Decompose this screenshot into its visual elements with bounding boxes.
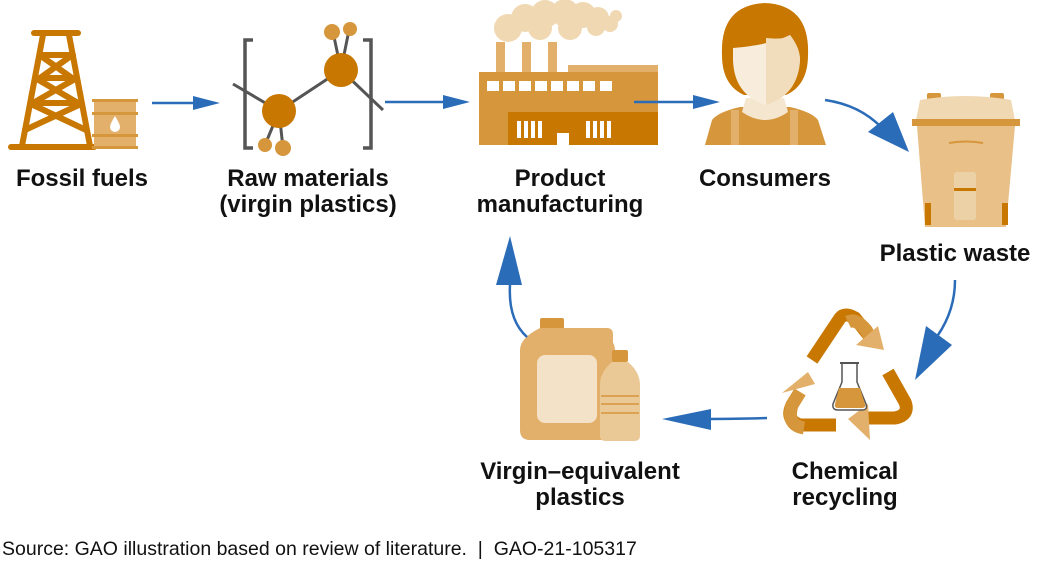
node-label-chemical-recycling: Chemical recycling bbox=[760, 459, 930, 511]
node-label-product-manufacturing: Product manufacturing bbox=[460, 166, 660, 218]
label-line: plastics bbox=[535, 484, 625, 511]
node-label-consumers: Consumers bbox=[680, 166, 850, 192]
person-icon bbox=[705, 3, 826, 145]
oil-derrick-icon bbox=[8, 30, 97, 150]
flow-arrows bbox=[152, 95, 957, 430]
source-note: Source: GAO illustration based on review… bbox=[2, 538, 637, 560]
arrow-recycling-to-virgin bbox=[662, 409, 768, 430]
arrow-fossil-to-raw bbox=[152, 96, 220, 110]
arrow-consumers-to-waste bbox=[824, 98, 909, 152]
label-line: Chemical bbox=[791, 458, 899, 485]
label-line: Virgin–equivalent bbox=[480, 458, 680, 485]
label-line: (virgin plastics) bbox=[219, 191, 397, 218]
waste-bin-icon bbox=[912, 93, 1020, 227]
label-line: Consumers bbox=[698, 165, 832, 192]
node-label-virgin-equivalent-plastics: Virgin–equivalent plastics bbox=[450, 459, 710, 511]
flask-icon bbox=[832, 362, 868, 411]
label-line: manufacturing bbox=[476, 191, 644, 218]
node-label-fossil-fuels: Fossil fuels bbox=[2, 166, 162, 192]
arrow-waste-to-recycling bbox=[915, 279, 957, 380]
label-line: recycling bbox=[792, 484, 898, 511]
label-line: Fossil fuels bbox=[15, 165, 149, 192]
oil-barrel-icon bbox=[92, 99, 138, 149]
recycle-icon bbox=[782, 308, 913, 440]
label-line: Raw materials bbox=[227, 165, 389, 192]
arrow-raw-to-factory bbox=[385, 95, 470, 109]
node-label-plastic-waste: Plastic waste bbox=[862, 241, 1048, 267]
label-line: Plastic waste bbox=[879, 240, 1031, 267]
plastic-containers-icon bbox=[520, 318, 640, 441]
node-label-raw-materials: Raw materials (virgin plastics) bbox=[198, 166, 418, 218]
label-line: Product bbox=[514, 165, 606, 192]
molecule-icon bbox=[232, 22, 385, 156]
arrow-factory-to-consumers bbox=[634, 95, 720, 109]
factory-icon bbox=[479, 0, 658, 145]
arrow-virgin-to-factory bbox=[496, 236, 528, 338]
